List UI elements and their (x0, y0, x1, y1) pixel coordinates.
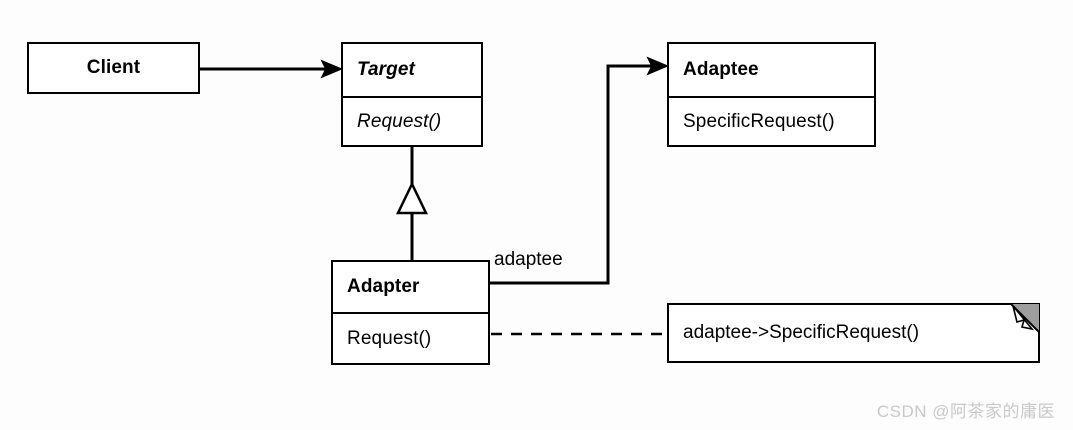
filled-arrowhead-icon (320, 59, 343, 79)
class-title-client: Client (86, 57, 141, 78)
operation-target-request: Request() (357, 110, 442, 132)
hollow-triangle-icon (396, 181, 428, 215)
operation-adapter-request: Request() (347, 327, 432, 349)
uml-class-target[interactable]: Target Request() (341, 42, 483, 147)
edge-adapter-to-target-generalization (396, 147, 428, 260)
class-name-compartment: Target (343, 44, 481, 96)
uml-class-adapter[interactable]: Adapter Request() (331, 260, 490, 365)
note-folded-corner-icon (1010, 303, 1040, 333)
class-name-compartment: Adapter (333, 262, 488, 312)
uml-note-box[interactable]: adaptee->SpecificRequest() (667, 303, 1040, 363)
uml-class-client[interactable]: Client (27, 42, 200, 94)
class-title-adapter: Adapter (347, 276, 420, 297)
class-operations-compartment: Request() (343, 96, 481, 145)
watermark-text: CSDN @阿茶家的庸医 (876, 402, 1055, 421)
edge-client-to-target (200, 59, 343, 79)
operation-adaptee-specificrequest: SpecificRequest() (683, 110, 835, 132)
association-role-label: adaptee (494, 249, 563, 270)
uml-class-adaptee[interactable]: Adaptee SpecificRequest() (667, 42, 876, 147)
class-operations-compartment: Request() (333, 312, 488, 363)
filled-arrowhead-icon (646, 56, 669, 76)
class-name-compartment: Adaptee (669, 44, 874, 96)
class-title-target: Target (357, 59, 415, 80)
class-name-compartment: Client (29, 44, 198, 92)
class-operations-compartment: SpecificRequest() (669, 96, 874, 145)
class-title-adaptee: Adaptee (683, 59, 759, 80)
edge-request-to-note (457, 326, 667, 342)
note-text: adaptee->SpecificRequest() (683, 322, 920, 343)
